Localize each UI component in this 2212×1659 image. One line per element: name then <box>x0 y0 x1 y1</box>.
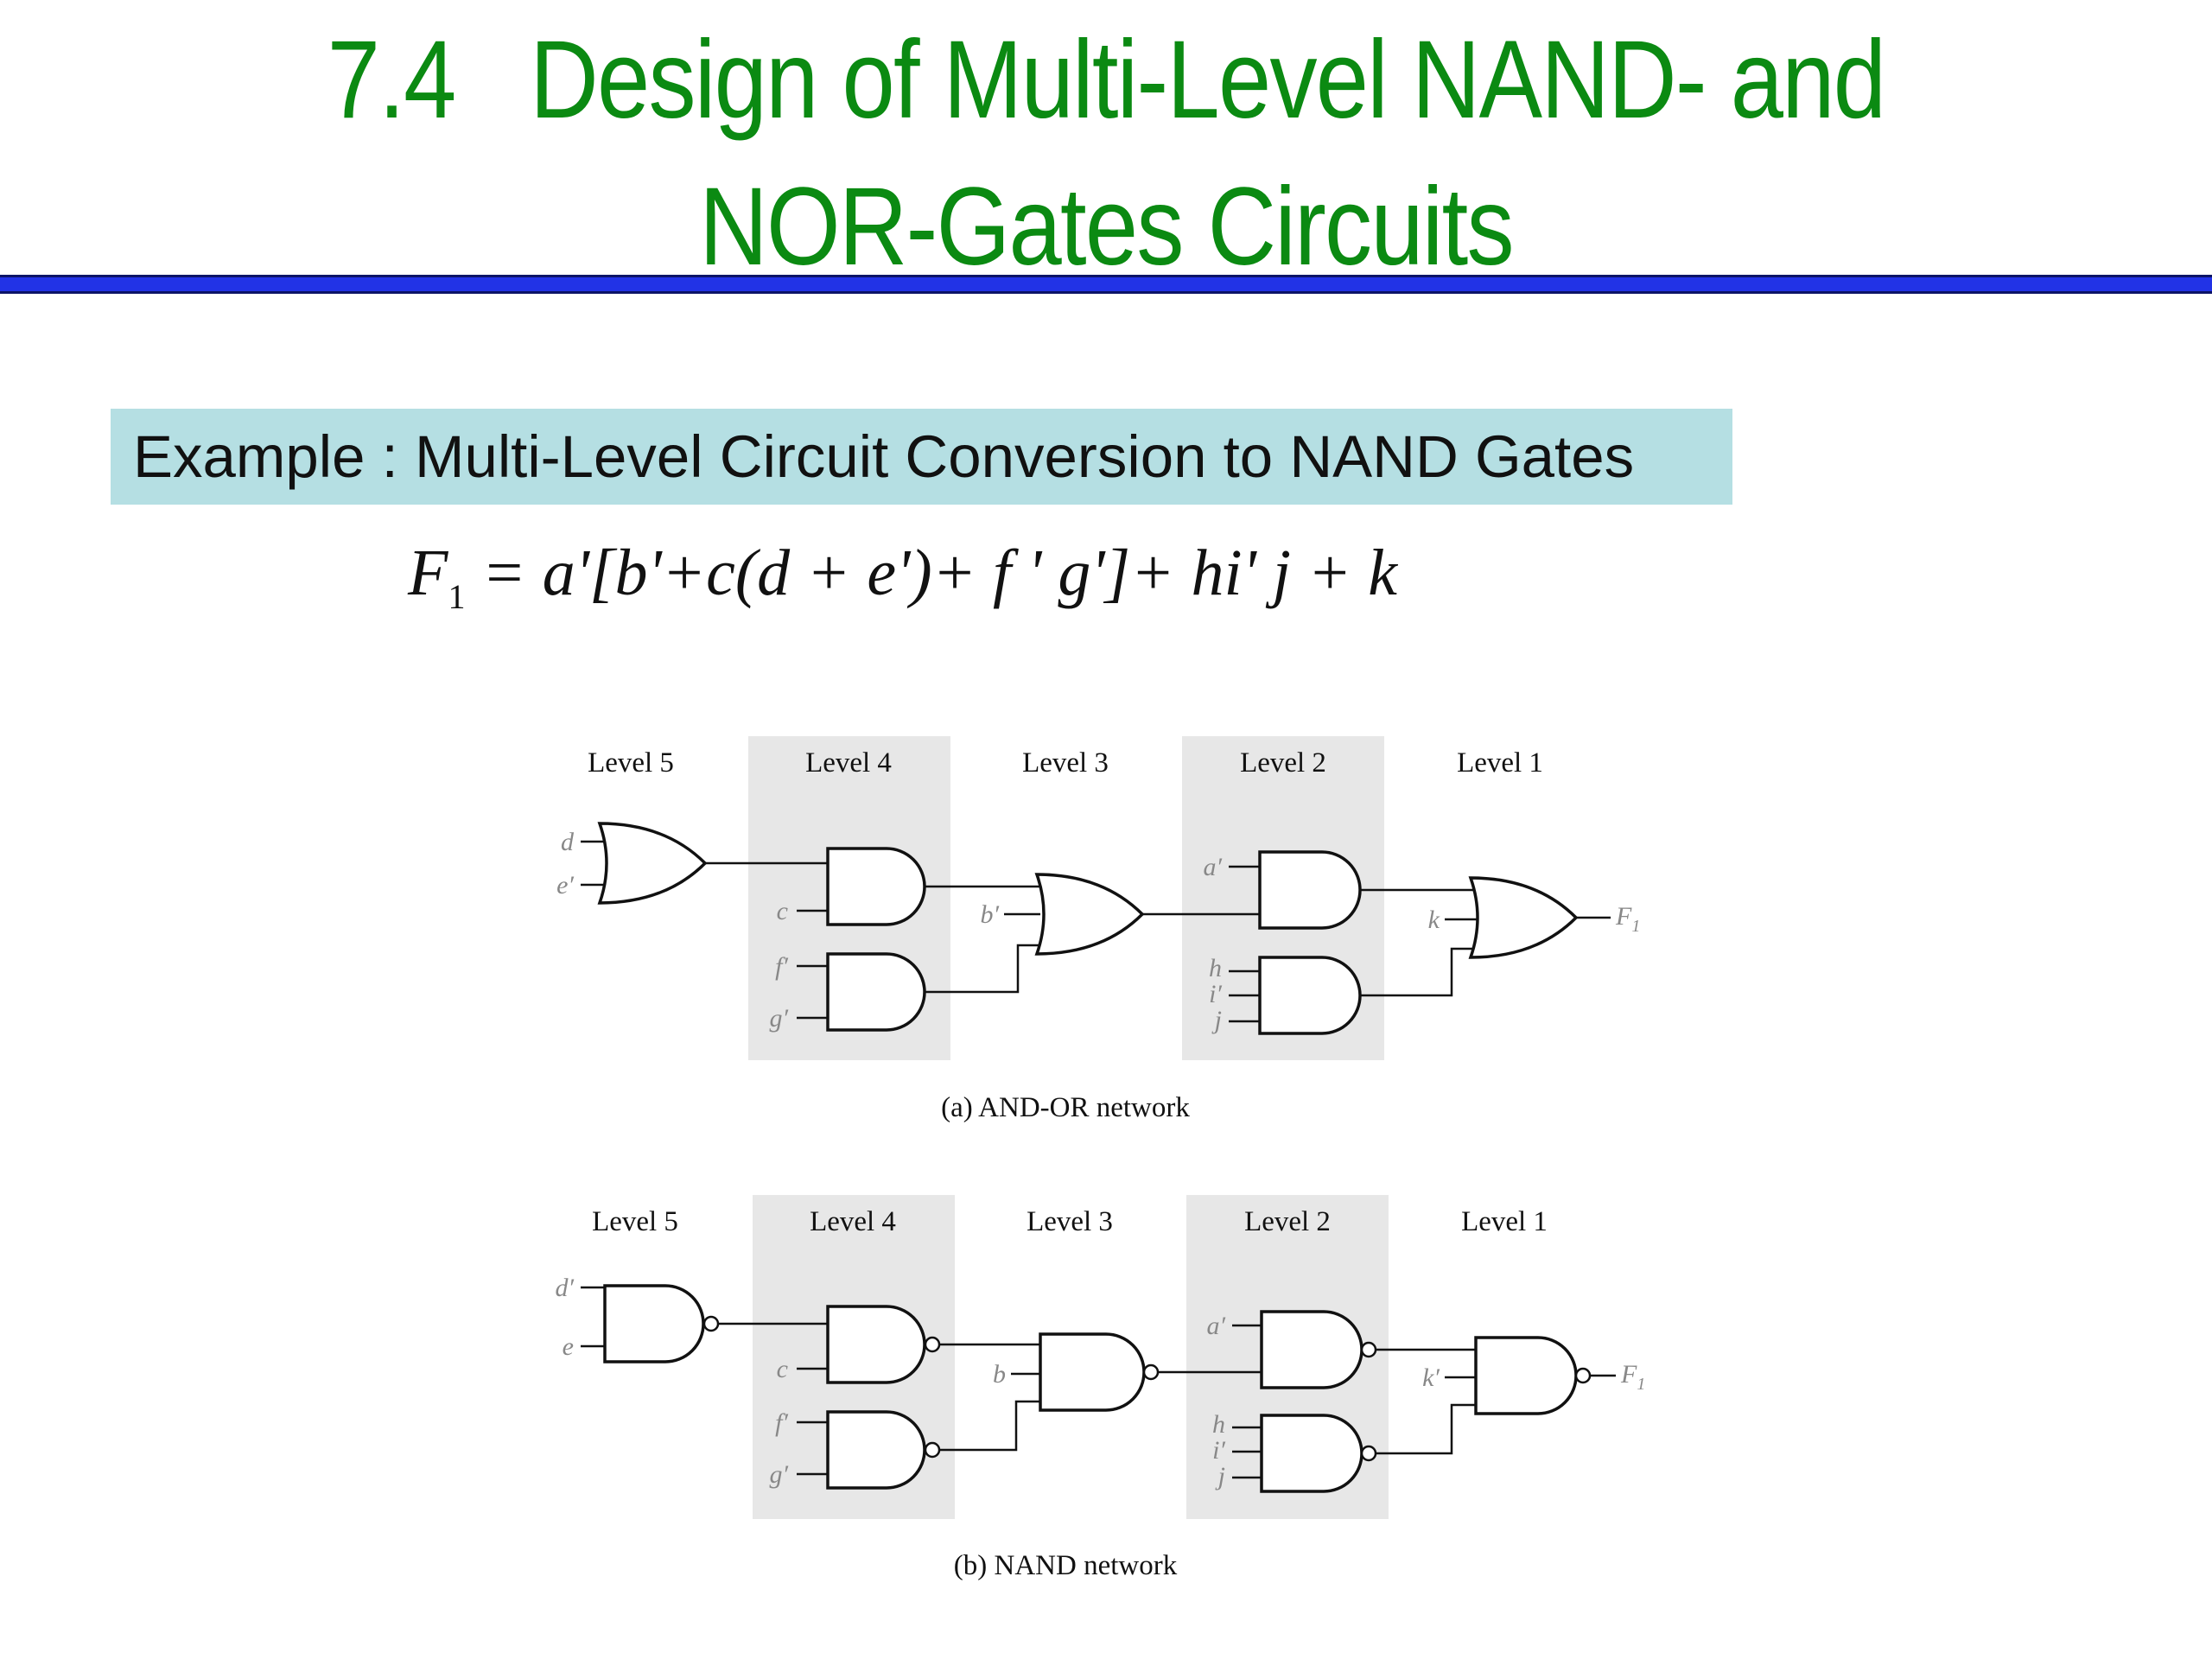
inversion-bubble <box>702 1315 720 1332</box>
input-b: b′ <box>980 900 999 929</box>
input-d: d′ <box>555 1274 574 1302</box>
inversion-bubble <box>1360 1341 1377 1358</box>
title-divider <box>0 275 2212 294</box>
level-1-label: Level 1 <box>1461 1206 1548 1237</box>
wire-nand4b-to-l3 <box>938 1400 1040 1452</box>
inversion-bubble <box>1360 1445 1377 1462</box>
level-2-label: Level 2 <box>1240 747 1326 779</box>
title-line-1: 7.4 Design of Multi-Level NAND- and <box>327 18 1886 142</box>
slide-title: 7.4 Design of Multi-Level NAND- and NOR-… <box>155 7 2057 301</box>
input-h: h <box>1209 954 1222 982</box>
and-gate-level-2-top <box>1258 850 1362 930</box>
level-4-label: Level 4 <box>810 1206 896 1237</box>
inversion-bubble <box>924 1441 941 1459</box>
nand-gate-level-4-bottom <box>826 1410 926 1490</box>
level-5-label: Level 5 <box>588 747 674 779</box>
level-1-label: Level 1 <box>1457 747 1543 779</box>
input-a: a′ <box>1203 853 1222 881</box>
level-5-label: Level 5 <box>592 1206 678 1237</box>
wire-l5-inputs <box>581 840 605 887</box>
caption-nand: (b) NAND network <box>954 1550 1178 1581</box>
level-3-label: Level 3 <box>1027 1206 1113 1237</box>
nand-gate-level-4-top <box>826 1305 926 1384</box>
inversion-bubble <box>1142 1363 1160 1381</box>
output-f1-subscript: 1 <box>1637 1375 1645 1394</box>
input-k: k <box>1428 906 1440 934</box>
and-gate-level-2-bottom <box>1258 956 1362 1035</box>
wire-f-g <box>797 1421 828 1476</box>
input-j: j <box>1215 1462 1225 1491</box>
input-i: i′ <box>1209 980 1222 1008</box>
nand-gate-level-3 <box>1039 1332 1146 1412</box>
or-gate-level-1 <box>1468 876 1579 959</box>
boolean-formula: F1 = a'[b'+c(d + e')+ f ' g']+ hi' j + k <box>408 536 1397 617</box>
example-label: Example : Multi-Level Circuit Conversion… <box>133 423 1635 490</box>
wire-nand2b-to-l1 <box>1376 1403 1478 1455</box>
wire-h-i-j <box>1229 969 1262 1023</box>
diagram-nand: Level 5 Level 4 Level 3 Level 2 Level 1 <box>555 1195 1645 1581</box>
title-line-2: NOR-Gates Circuits <box>699 165 1514 289</box>
wire-and4-to-or <box>1360 947 1478 997</box>
nand-gate-level-2-bottom <box>1260 1414 1363 1493</box>
or-gate-level-3 <box>1034 873 1145 956</box>
nand-gate-level-2-top <box>1260 1310 1363 1389</box>
level-2-label: Level 2 <box>1244 1206 1331 1237</box>
input-b: b <box>993 1360 1006 1389</box>
example-banner: Example : Multi-Level Circuit Conversion… <box>111 409 1732 505</box>
input-e: e′ <box>556 871 574 899</box>
nand-gate-level-1 <box>1474 1336 1578 1415</box>
input-e: e <box>563 1332 574 1361</box>
input-i: i′ <box>1212 1436 1225 1465</box>
wire-l5-inputs <box>581 1286 607 1348</box>
caption-and-or: (a) AND-OR network <box>941 1092 1190 1123</box>
level-4-label: Level 4 <box>805 747 892 779</box>
nand-gate-level-5 <box>603 1284 705 1363</box>
input-d: d <box>561 828 575 856</box>
formula-lhs-subscript: 1 <box>448 577 466 617</box>
input-f: f′ <box>775 952 788 981</box>
input-f: f′ <box>775 1408 788 1437</box>
input-j: j <box>1211 1006 1222 1034</box>
input-h: h <box>1212 1410 1225 1439</box>
output-f1-subscript: 1 <box>1631 917 1640 936</box>
output-f1-base: F <box>1615 902 1632 931</box>
formula-lhs: F <box>408 537 448 609</box>
or-gate-level-5 <box>597 822 708 905</box>
level-3-label: Level 3 <box>1022 747 1109 779</box>
input-k: k′ <box>1422 1363 1440 1392</box>
wire-f-g <box>797 964 830 1020</box>
formula-rhs: = a'[b'+c(d + e')+ f ' g']+ hi' j + k <box>465 537 1397 609</box>
and-gate-level-4-bottom <box>826 952 926 1032</box>
input-c: c <box>777 1355 788 1383</box>
output-f1-base: F <box>1620 1360 1637 1389</box>
output-f1: F1 <box>1615 902 1640 936</box>
inversion-bubble <box>924 1336 941 1353</box>
wire-and2-to-or <box>925 944 1040 994</box>
output-f1: F1 <box>1620 1360 1645 1394</box>
input-g: g′ <box>769 1004 788 1033</box>
input-g: g′ <box>769 1460 788 1489</box>
input-c: c <box>777 897 788 925</box>
diagram-and-or: Level 5 Level 4 Level 3 Level 2 Level 1 … <box>556 736 1640 1123</box>
input-a: a′ <box>1206 1312 1225 1340</box>
and-gate-level-4-top <box>826 847 926 926</box>
inversion-bubble <box>1574 1367 1592 1384</box>
wire-h-i-j <box>1232 1426 1263 1479</box>
